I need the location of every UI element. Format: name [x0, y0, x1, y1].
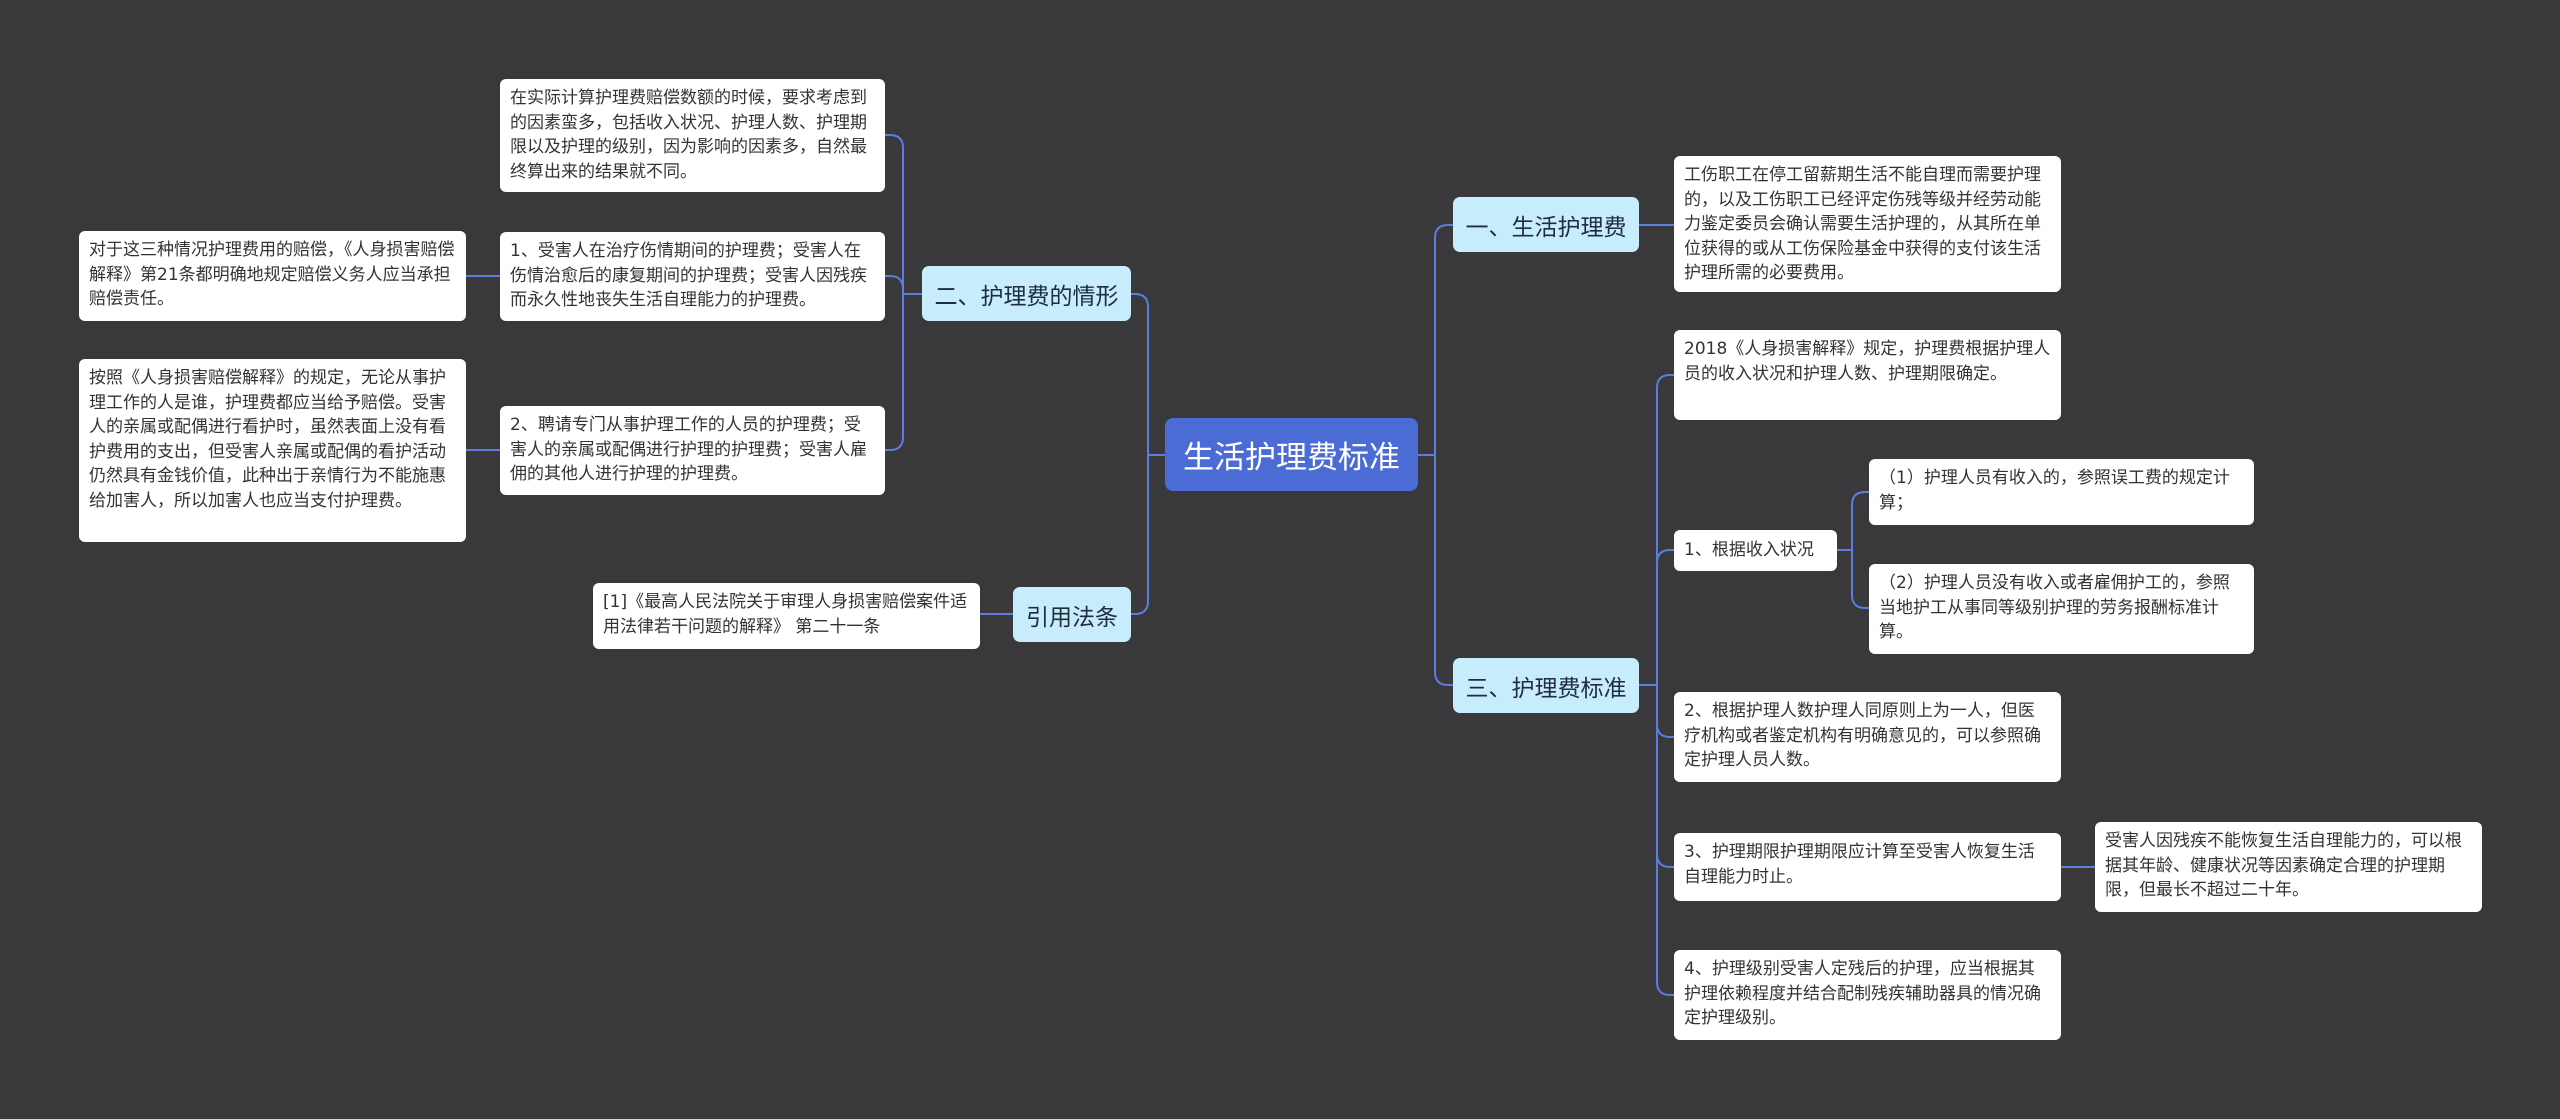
leaf-situation-carer-types[interactable]: 2、聘请专门从事护理工作的人员的护理费；受害人的亲属或配偶进行护理的护理费；受害…: [500, 406, 885, 495]
connector-b3-r3e: [1639, 684, 1674, 996]
root-topic[interactable]: 生活护理费标准: [1165, 418, 1418, 491]
leaf-care-level[interactable]: 4、护理级别受害人定残后的护理，应当根据其护理依赖程度并结合配制残疾辅助器具的情…: [1674, 950, 2061, 1040]
connector-r3b-r3b2: [1837, 549, 1869, 609]
connector-b3-r3b: [1639, 549, 1674, 686]
branch-cited-law[interactable]: 引用法条: [1013, 587, 1131, 642]
connector-root-b1: [1418, 224, 1453, 456]
leaf-standard-2018-rule[interactable]: 2018《人身损害解释》规定，护理费根据护理人员的收入状况和护理人数、护理期限确…: [1674, 330, 2061, 420]
branch-care-fee-situations[interactable]: 二、护理费的情形: [922, 266, 1131, 321]
connector-b2-l2c: [885, 293, 922, 451]
connector-root-b3: [1418, 454, 1453, 686]
leaf-daily-care-definition[interactable]: 工伤职工在停工留薪期生活不能自理而需要护理的，以及工伤职工已经评定伤残等级并经劳…: [1674, 156, 2061, 292]
leaf-income-none-or-hired[interactable]: （2）护理人员没有收入或者雇佣护工的，参照当地护工从事同等级别护理的劳务报酬标准…: [1869, 564, 2254, 654]
connector-root-b2: [1131, 293, 1165, 456]
leaf-situation-victim-periods[interactable]: 1、受害人在治疗伤情期间的护理费；受害人在伤情治愈后的康复期间的护理费；受害人因…: [500, 232, 885, 321]
connector-b2-l2b: [885, 275, 922, 295]
leaf-by-number-of-carers[interactable]: 2、根据护理人数护理人同原则上为一人，但医疗机构或者鉴定机构有明确意见的，可以参…: [1674, 692, 2061, 782]
connector-root-b4: [1131, 454, 1165, 615]
leaf-situation-family-care-value[interactable]: 按照《人身损害赔偿解释》的规定，无论从事护理工作的人是谁，护理费都应当给予赔偿。…: [79, 359, 466, 542]
leaf-by-income[interactable]: 1、根据收入状况: [1674, 530, 1837, 571]
connector-r3b-r3b1: [1837, 491, 1869, 551]
leaf-care-period[interactable]: 3、护理期限护理期限应计算至受害人恢复生活自理能力时止。: [1674, 833, 2061, 901]
connector-b2-l2a: [885, 134, 922, 295]
connector-b3-r3a: [1639, 374, 1674, 686]
leaf-care-period-max[interactable]: 受害人因残疾不能恢复生活自理能力的，可以根据其年龄、健康状况等因素确定合理的护理…: [2095, 822, 2482, 912]
leaf-cited-law-article[interactable]: [1]《最高人民法院关于审理人身损害赔偿案件适用法律若干问题的解释》 第二十一条: [593, 583, 980, 649]
branch-care-fee-standard[interactable]: 三、护理费标准: [1453, 658, 1639, 713]
leaf-situation-three-cases-liability[interactable]: 对于这三种情况护理费用的赔偿，《人身损害赔偿解释》第21条都明确地规定赔偿义务人…: [79, 231, 466, 321]
leaf-calculation-factors[interactable]: 在实际计算护理费赔偿数额的时候，要求考虑到的因素蛮多，包括收入状况、护理人数、护…: [500, 79, 885, 192]
leaf-income-with-salary[interactable]: （1）护理人员有收入的，参照误工费的规定计算；: [1869, 459, 2254, 525]
branch-daily-care-fee[interactable]: 一、生活护理费: [1453, 197, 1639, 252]
